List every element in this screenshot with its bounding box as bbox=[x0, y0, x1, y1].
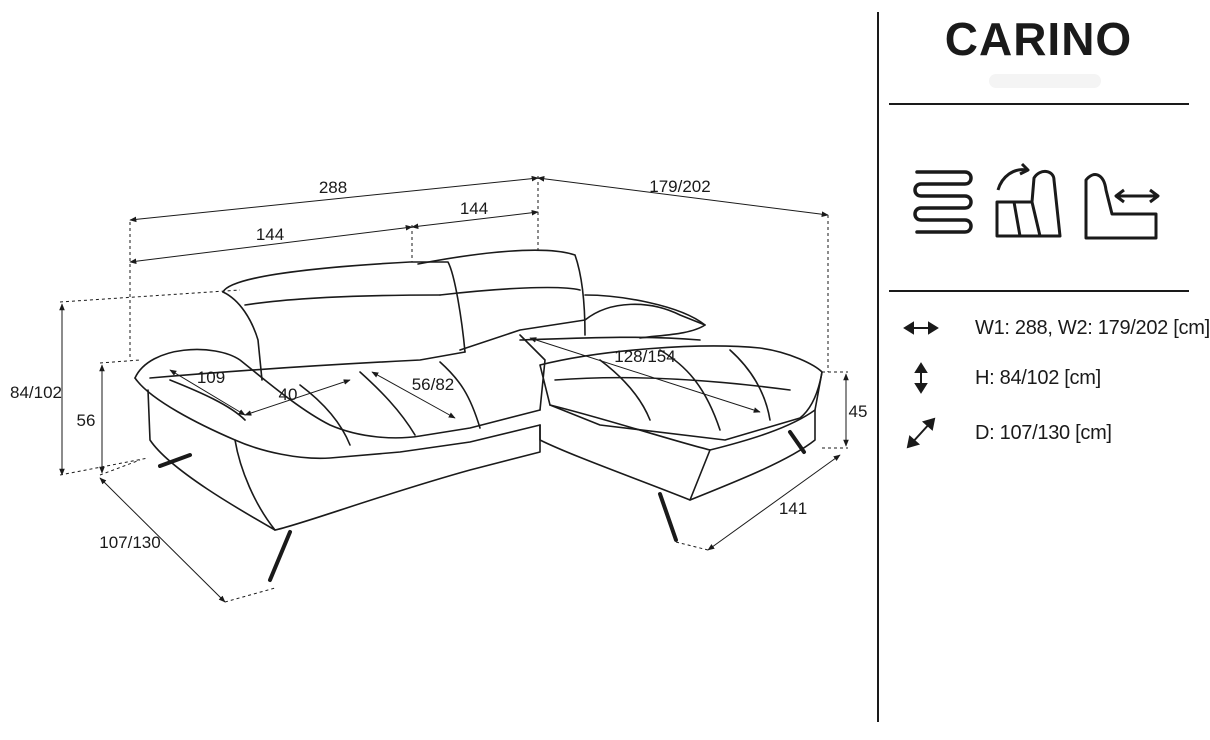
spec-row-depth: D: 107/130 [cm] bbox=[901, 417, 1112, 449]
spec-height-text: H: 84/102 [cm] bbox=[975, 366, 1101, 389]
dim-half-width-left-label: 144 bbox=[256, 225, 284, 244]
sofa-legs bbox=[158, 430, 806, 582]
dim-armrest-label: 40 bbox=[279, 385, 298, 404]
dim-chaise-depth-label: 128/154 bbox=[614, 347, 675, 366]
spring-icon bbox=[913, 170, 973, 234]
product-name-underlay bbox=[989, 74, 1101, 88]
spec-depth-text: D: 107/130 [cm] bbox=[975, 421, 1112, 444]
spec-row-height: H: 84/102 [cm] bbox=[901, 362, 1101, 394]
dim-chaise-width-label: 141 bbox=[779, 499, 807, 518]
dim-total-height-label: 84/102 bbox=[10, 383, 62, 402]
product-info-panel: CARINO bbox=[877, 0, 1210, 740]
height-arrow-icon bbox=[914, 362, 928, 394]
dim-chaise-length-label: 179/202 bbox=[649, 177, 710, 196]
width-arrow-icon bbox=[903, 321, 939, 335]
sliding-seat-icon bbox=[1084, 173, 1160, 240]
spec-row-width: W1: 288, W2: 179/202 [cm] bbox=[901, 313, 1210, 343]
dim-depth-label: 107/130 bbox=[99, 533, 160, 552]
depth-arrow-icon bbox=[906, 417, 936, 449]
dim-seat-height-label: 45 bbox=[849, 402, 868, 421]
product-name: CARINO bbox=[944, 13, 1133, 65]
dim-seat-depth-label: 109 bbox=[197, 368, 225, 387]
dim-overall-width-label: 288 bbox=[319, 178, 347, 197]
divider-bottom bbox=[889, 290, 1189, 292]
dim-backrest-depth-label: 56/82 bbox=[412, 375, 455, 394]
panel-divider bbox=[877, 12, 879, 722]
adjustable-headrest-icon bbox=[995, 162, 1062, 238]
spec-width-text: W1: 288, W2: 179/202 [cm] bbox=[975, 316, 1210, 339]
dim-arm-height-label: 56 bbox=[77, 411, 96, 430]
sofa-technical-drawing: 288 144 144 179/202 84/102 56 45 107/130… bbox=[10, 175, 868, 603]
dimension-lines bbox=[59, 175, 849, 603]
sofa-outline bbox=[134, 249, 823, 531]
dim-half-width-right-label: 144 bbox=[460, 199, 488, 218]
divider-top bbox=[889, 103, 1189, 105]
